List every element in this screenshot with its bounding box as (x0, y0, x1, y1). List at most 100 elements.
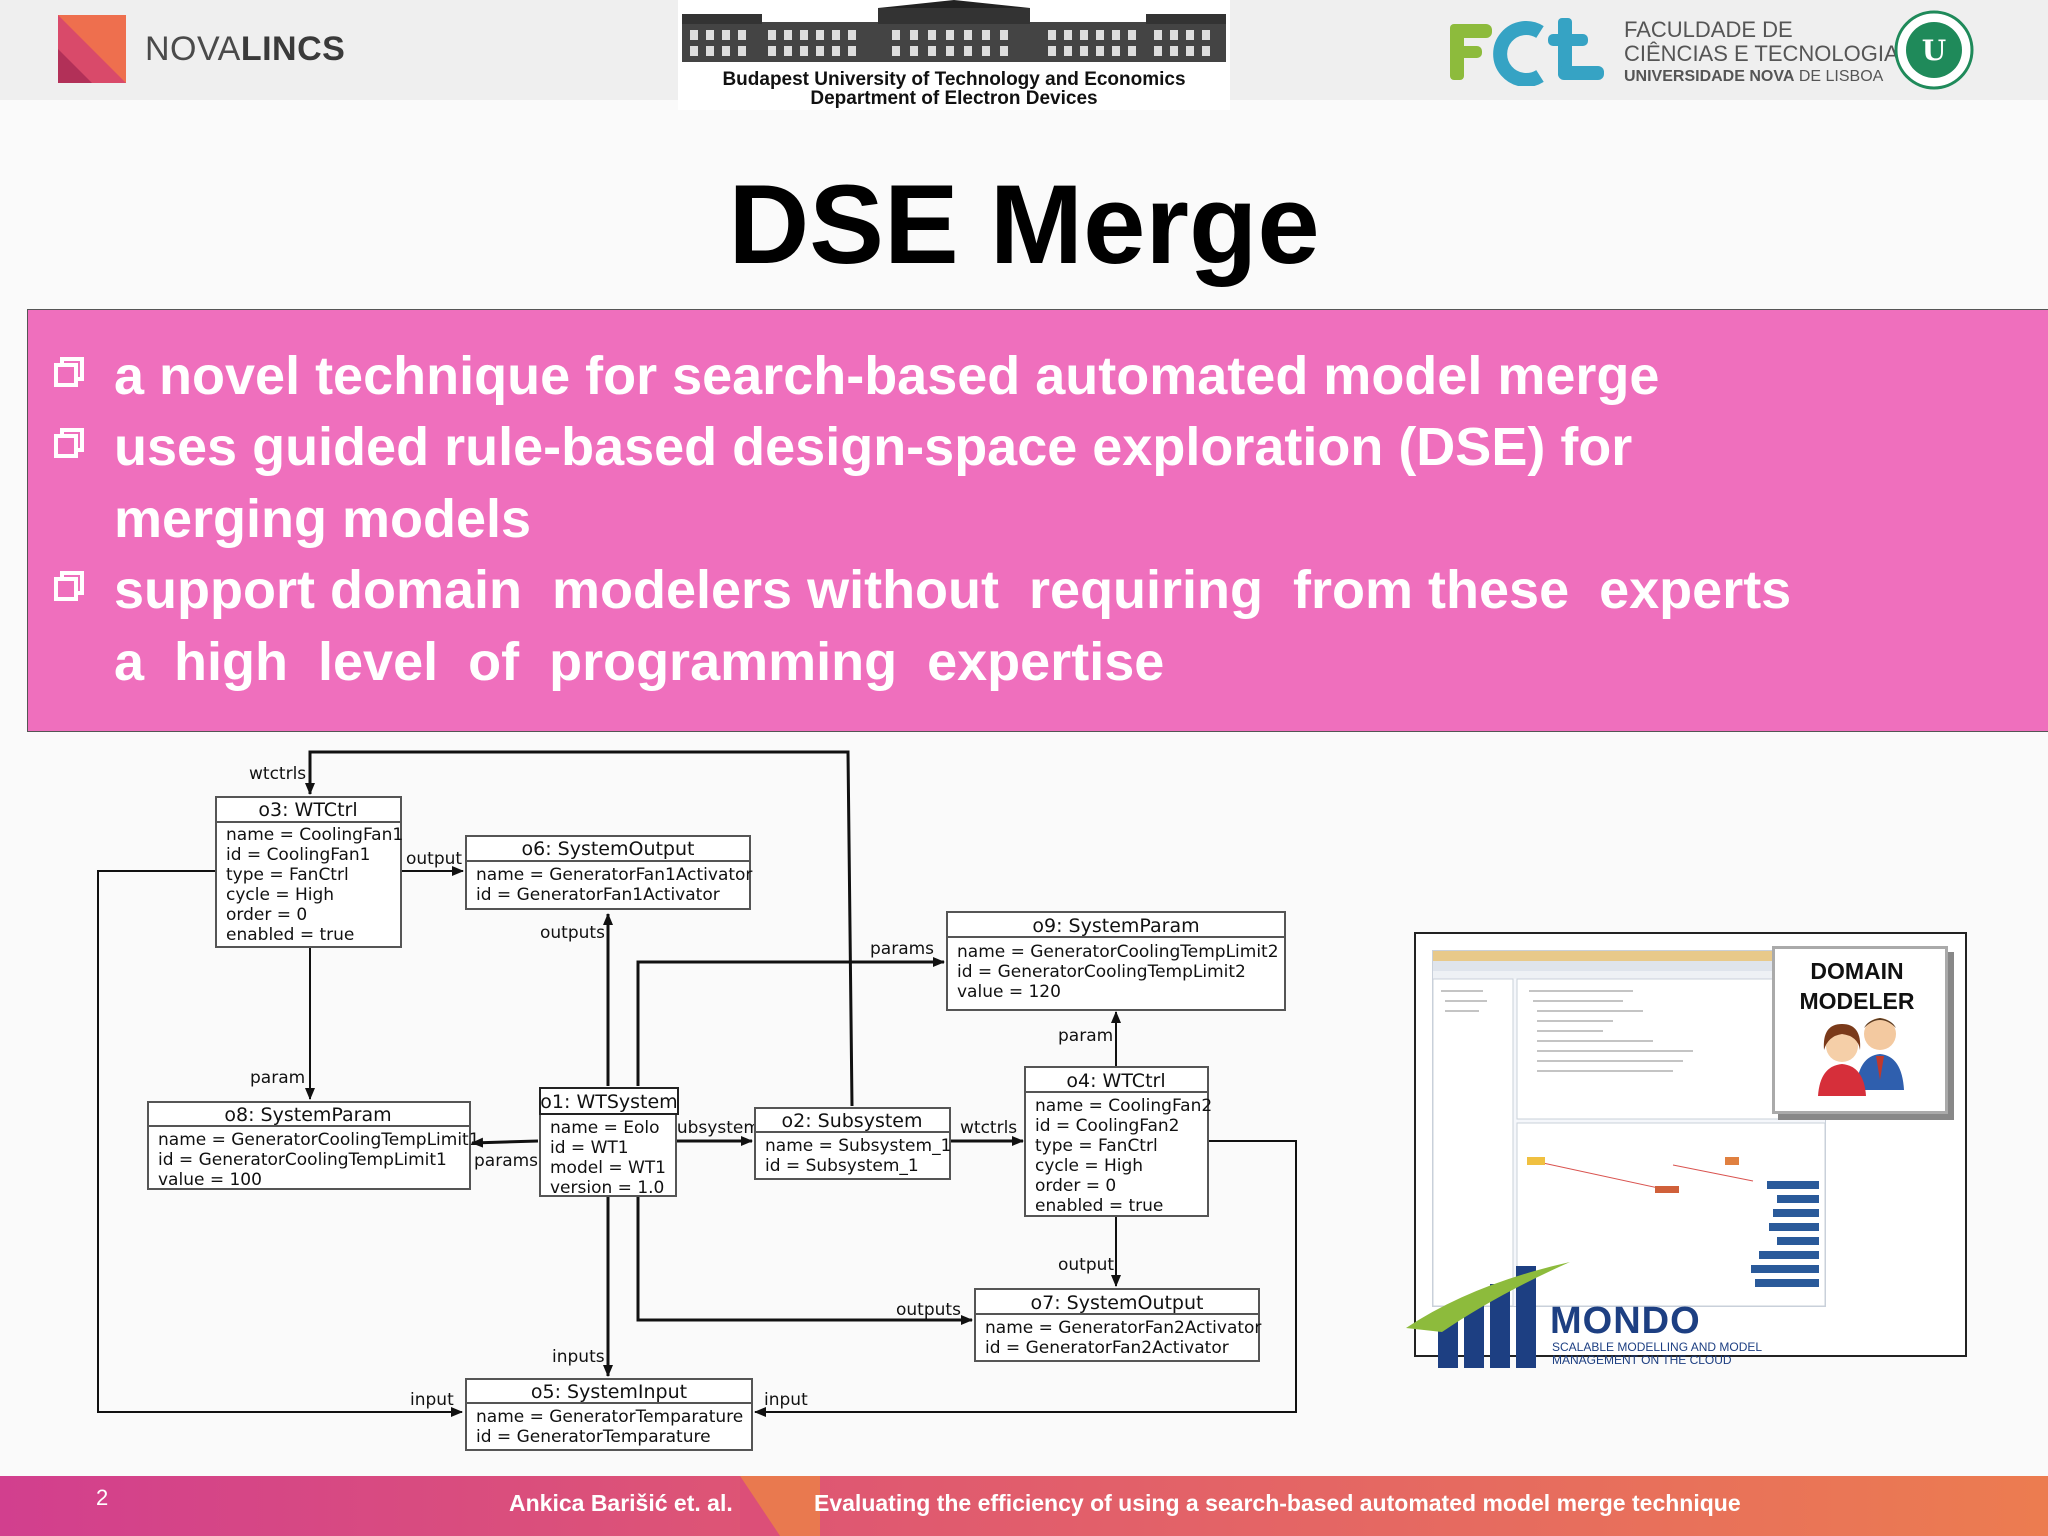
edge-label: inputs (552, 1347, 605, 1367)
bullet-box: a novel technique for search-based autom… (27, 309, 2048, 732)
edge-o3-o5 (97, 870, 463, 1417)
bme-logo (678, 0, 1230, 110)
bullet-3-cont: a high level of programming expertise (114, 632, 1165, 692)
tool-screenshot-thumbnail (1432, 950, 1826, 1307)
object-title: o7: SystemOutput (1030, 1292, 1203, 1314)
object-attr: type = FanCtrl (1035, 1136, 1158, 1156)
checkbox-bullet-icon (54, 571, 84, 601)
object-attr: name = GeneratorFan2Activator (985, 1318, 1261, 1338)
edge-label: wtctrls (960, 1118, 1017, 1138)
object-attr: name = GeneratorFan1Activator (476, 865, 752, 885)
tool-screenshot-icon (1432, 951, 1826, 1307)
edge-label: outputs (896, 1300, 961, 1320)
bullet-2: uses guided rule-based design-space expl… (114, 417, 1633, 477)
footer-title: Evaluating the efficiency of using a sea… (814, 1490, 1741, 1516)
object-attr: name = CoolingFan2 (1035, 1096, 1212, 1116)
svg-text:U: U (1922, 34, 1946, 67)
bme-building-icon (678, 0, 1230, 70)
bme-university-name: Budapest University of Technology and Ec… (722, 69, 1186, 90)
uml-object-o4: o4: WTCtrl name = CoolingFan2 id = Cooli… (1024, 1066, 1212, 1217)
object-attr: id = GeneratorTemparature (476, 1427, 711, 1447)
bme-department-name: Department of Electron Devices (810, 88, 1098, 109)
object-attr: id = CoolingFan2 (1035, 1116, 1179, 1136)
object-attr: cycle = High (226, 885, 334, 905)
edge-label: params (870, 939, 934, 959)
object-title: o3: WTCtrl (258, 799, 357, 821)
uml-object-o9: o9: SystemParam name = GeneratorCoolingT… (946, 911, 1286, 1011)
fct-line-3: UNIVERSIDADE NOVA DE LISBOA (1624, 68, 1884, 85)
object-title: o9: SystemParam (1032, 915, 1199, 937)
novalincs-wordmark: NOVALINCS (145, 30, 346, 68)
edge-label: outputs (540, 923, 605, 943)
slide-title: DSE Merge (728, 162, 1320, 287)
novalincs-logo-icon (58, 15, 126, 83)
object-attr: id = Subsystem_1 (765, 1156, 919, 1176)
object-title: o8: SystemParam (224, 1104, 391, 1126)
uml-object-o7: o7: SystemOutput name = GeneratorFan2Act… (974, 1288, 1261, 1362)
mondo-logo-icon (1406, 1262, 1570, 1368)
edge-label: params (474, 1151, 538, 1171)
object-title: o5: SystemInput (531, 1381, 687, 1403)
object-attr: value = 120 (957, 982, 1061, 1002)
object-attr: name = GeneratorCoolingTempLimit2 (957, 942, 1279, 962)
object-attr: enabled = true (1035, 1196, 1163, 1216)
object-attr: value = 100 (158, 1170, 262, 1190)
edge-label: wtctrls (249, 764, 306, 784)
fct-line-2: CIÊNCIAS E TECNOLOGIA (1624, 41, 1899, 66)
bullet-3: support domain modelers without requirin… (114, 560, 1792, 620)
object-attr: id = GeneratorCoolingTempLimit2 (957, 962, 1246, 982)
edge-label: input (410, 1390, 454, 1410)
uml-object-o1: o1: WTSystem name = Eolo id = WT1 model … (539, 1087, 679, 1198)
object-attr: name = CoolingFan1 (226, 825, 403, 845)
object-title: o1: WTSystem (540, 1091, 677, 1113)
edge-label: output (1058, 1255, 1114, 1275)
object-attr: id = GeneratorCoolingTempLimit1 (158, 1150, 447, 1170)
object-attr: model = WT1 (550, 1158, 666, 1178)
object-attr: cycle = High (1035, 1156, 1143, 1176)
object-attr: enabled = true (226, 925, 354, 945)
edge-o2-o3 (305, 750, 854, 1107)
object-title: o6: SystemOutput (521, 838, 694, 860)
edge-o1-o7 (636, 1196, 973, 1325)
uml-object-o5: o5: SystemInput name = GeneratorTemparat… (465, 1378, 753, 1451)
object-attr: id = GeneratorFan2Activator (985, 1338, 1229, 1358)
object-attr: order = 0 (1035, 1176, 1116, 1196)
uml-object-diagram: wtctrls output outputs params param para… (97, 750, 1297, 1451)
uml-object-o3: o3: WTCtrl name = CoolingFan1 id = Cooli… (215, 796, 403, 948)
edge-label: subsystems (668, 1118, 769, 1138)
footer-divider-icon (740, 1476, 820, 1536)
edge-o4-o5 (754, 1140, 1297, 1417)
users-avatar-icon (1818, 1018, 1904, 1096)
object-title: o2: Subsystem (781, 1110, 922, 1132)
object-attr: name = Subsystem_1 (765, 1136, 951, 1156)
edge-label: param (1058, 1026, 1113, 1046)
uml-object-o8: o8: SystemParam name = GeneratorCoolingT… (147, 1101, 480, 1190)
uml-object-o2: o2: Subsystem name = Subsystem_1 id = Su… (754, 1107, 951, 1180)
checkbox-bullet-icon (54, 428, 84, 458)
nova-seal-icon: U (1894, 10, 1974, 90)
uml-object-o6: o6: SystemOutput name = GeneratorFan1Act… (465, 835, 752, 910)
object-attr: id = CoolingFan1 (226, 845, 370, 865)
object-attr: version = 1.0 (550, 1178, 664, 1198)
object-attr: name = GeneratorTemparature (476, 1407, 743, 1427)
bullet-2-cont: merging models (114, 489, 532, 549)
bullet-1: a novel technique for search-based autom… (114, 346, 1660, 406)
edge-o1-o9 (636, 957, 945, 1086)
object-title: o4: WTCtrl (1066, 1070, 1165, 1092)
fct-line-1: FACULDADE DE (1624, 17, 1793, 42)
footer-bar (0, 1476, 2048, 1536)
domain-modeler-label: DOMAIN MODELER (1799, 958, 1915, 1014)
object-attr: id = GeneratorFan1Activator (476, 885, 720, 905)
object-attr: name = Eolo (550, 1118, 660, 1138)
object-attr: id = WT1 (550, 1138, 629, 1158)
edge-label: input (764, 1390, 808, 1410)
edge-o1-o8 (471, 1137, 539, 1148)
object-attr: order = 0 (226, 905, 307, 925)
edge-label: param (250, 1068, 305, 1088)
fct-logo-icon (1450, 18, 1604, 86)
edge-label: output (406, 849, 462, 869)
object-attr: name = GeneratorCoolingTempLimit1 (158, 1130, 480, 1150)
mondo-wordmark: MONDO (1550, 1300, 1701, 1342)
object-attr: type = FanCtrl (226, 865, 349, 885)
